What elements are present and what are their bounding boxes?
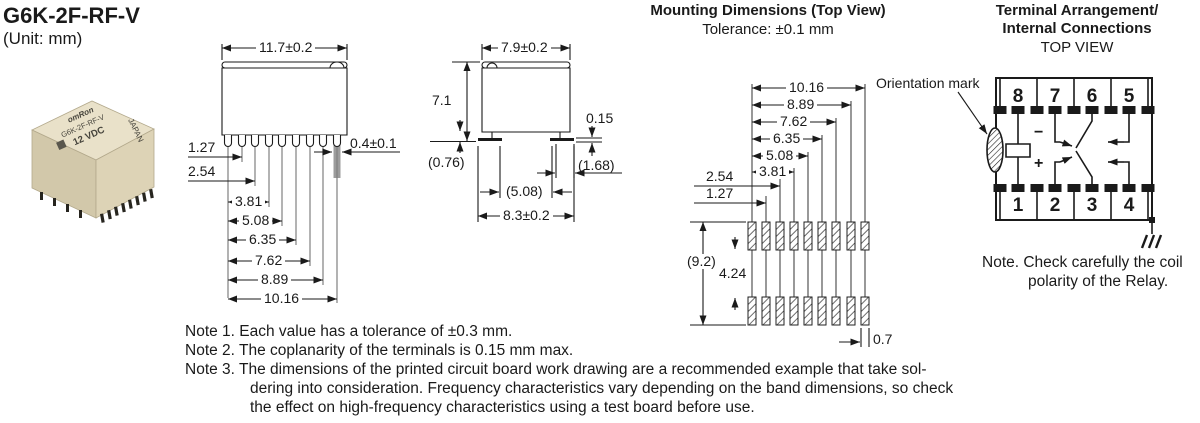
note-2: Note 2. The coplanarity of the terminals… <box>185 342 574 359</box>
note-3-line-2: dering into consideration. Frequency cha… <box>250 380 954 397</box>
note-1: Note 1. Each value has a tolerance of ±0… <box>185 323 513 340</box>
mounting-title: Mounting Dimensions (Top View) <box>650 2 886 19</box>
dim-coplanarity: 0.15 <box>586 110 614 126</box>
mdim-2-54: 2.54 <box>706 168 734 184</box>
dim-pitch-3: 3.81 <box>232 194 266 209</box>
pin-6: 6 <box>1086 86 1098 107</box>
note-3-line-1: Note 3. The dimensions of the printed ci… <box>185 361 927 378</box>
pin-3: 3 <box>1086 195 1098 216</box>
pin-5: 5 <box>1123 86 1135 107</box>
page-title: G6K-2F-RF-V <box>3 3 140 28</box>
dim-pitch-7: 8.89 <box>258 272 292 287</box>
dim-lead: (1.68) <box>578 157 615 173</box>
mdim-7-62: 7.62 <box>777 114 811 129</box>
mdim-pad-width: 0.7 <box>873 331 893 347</box>
mdim-5-08: 5.08 <box>763 148 797 163</box>
pin-2: 2 <box>1049 195 1061 216</box>
dim-side-width: 7.9±0.2 <box>498 40 551 55</box>
unit-label: (Unit: mm) <box>3 29 83 48</box>
photo-pins <box>40 188 154 223</box>
dim-pitch-8: 10.16 <box>261 291 303 306</box>
note-3-line-3: the effect on high-frequency characteris… <box>250 399 755 416</box>
side-view-drawing <box>430 44 622 222</box>
pin-7: 7 <box>1049 86 1061 107</box>
mdim-8-89: 8.89 <box>784 97 818 112</box>
terminal-title-1: Terminal Arrangement/ <box>995 2 1159 19</box>
coil-minus-sign: − <box>1034 124 1044 141</box>
relay-photo: omRon G6K-2F-RF-V 12 VDC JAPAN <box>31 100 155 223</box>
dim-pitch-1: 1.27 <box>188 139 216 155</box>
dim-pitch-4: 5.08 <box>239 213 273 228</box>
coil-plus-sign: + <box>1034 155 1044 172</box>
dim-terminal-width: 0.4±0.1 <box>350 135 397 151</box>
dim-inner: (5.08) <box>503 184 546 199</box>
mdim-10-16: 10.16 <box>786 80 828 95</box>
dim-pitch-6: 7.62 <box>252 253 286 268</box>
mdim-6-35: 6.35 <box>770 131 804 146</box>
front-view-drawing <box>188 44 400 303</box>
mdim-1-27: 1.27 <box>706 185 734 201</box>
mdim-3-81: 3.81 <box>756 164 790 179</box>
dim-pitch-5: 6.35 <box>246 232 280 247</box>
mdim-pattern-height: (9.2) <box>684 254 719 269</box>
dim-overall-width: 8.3±0.2 <box>500 208 553 223</box>
mounting-tolerance: Tolerance: ±0.1 mm <box>702 21 834 38</box>
pin-8: 8 <box>1012 86 1024 107</box>
dim-pitch-2: 2.54 <box>188 163 216 179</box>
terminal-arrangement-drawing <box>987 78 1161 248</box>
dim-standoff: (0.76) <box>428 154 465 170</box>
terminal-title-3: TOP VIEW <box>1040 39 1114 56</box>
coil-polarity-note-2: polarity of the Relay. <box>1028 273 1169 290</box>
terminal-title-2: Internal Connections <box>1002 20 1152 37</box>
dim-height: 7.1 <box>432 92 452 108</box>
pin-4: 4 <box>1123 195 1135 216</box>
mdim-pad-gap: 4.24 <box>716 266 750 281</box>
coil-polarity-note-1: Note. Check carefully the coil <box>982 254 1183 271</box>
mounting-pattern-drawing <box>690 84 987 347</box>
pin-1: 1 <box>1012 195 1024 216</box>
dim-body-width: 11.7±0.2 <box>256 40 316 55</box>
orientation-mark-label: Orientation mark <box>876 75 980 91</box>
